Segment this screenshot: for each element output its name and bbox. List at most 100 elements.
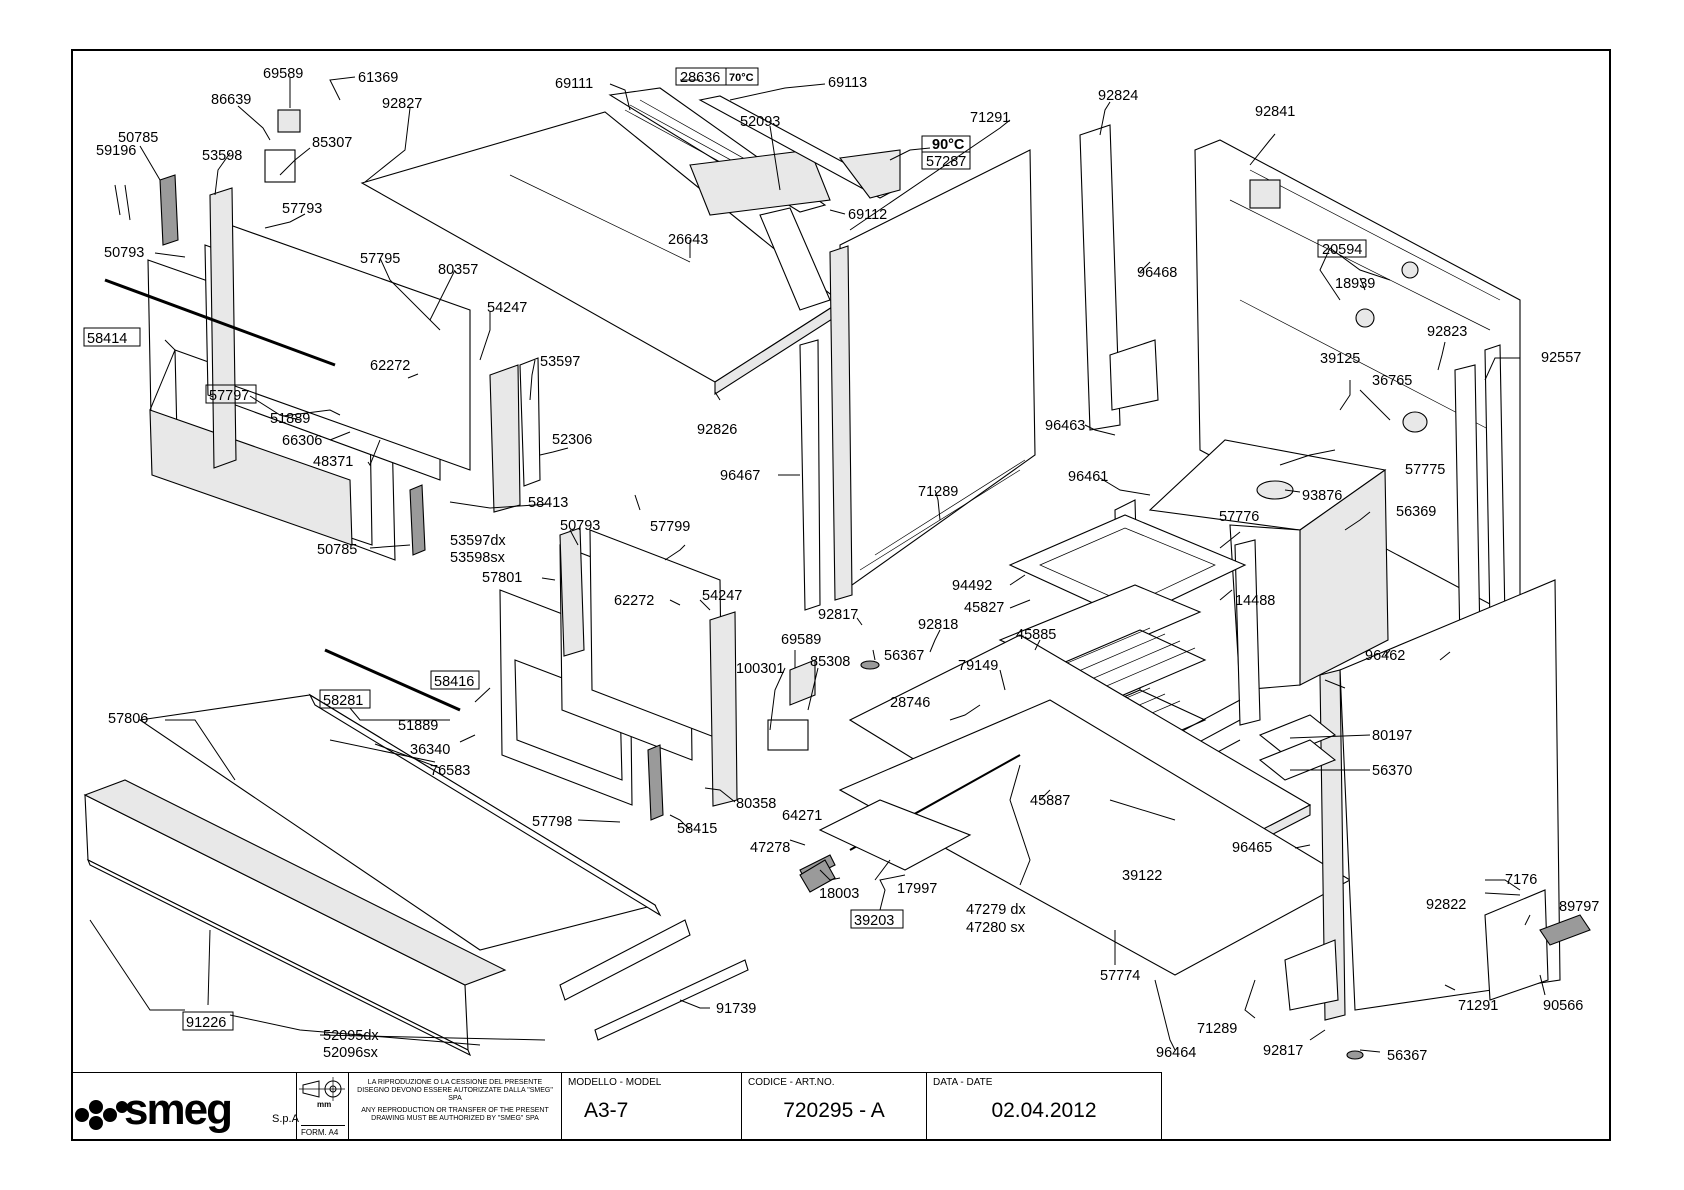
part-label: 48371	[313, 454, 353, 470]
part-label: 92822	[1426, 897, 1466, 913]
part-label: 47279 dx	[966, 902, 1026, 918]
part-label: 96464	[1156, 1045, 1196, 1061]
part-label: 85307	[312, 135, 352, 151]
part-label: 57797	[209, 388, 249, 404]
code-value: 720295 - A	[783, 1099, 885, 1122]
part-label: 90566	[1543, 998, 1583, 1014]
part-label: 96465	[1232, 840, 1272, 856]
part-label: 94492	[952, 578, 992, 594]
part-label: 28636	[680, 70, 720, 86]
part-label: 92817	[818, 607, 858, 623]
part-label: 92818	[918, 617, 958, 633]
part-label: 57287	[926, 154, 966, 170]
part-label: 92824	[1098, 88, 1138, 104]
part-label: 56367	[1387, 1048, 1427, 1064]
part-label: 56367	[884, 648, 924, 664]
part-label: 47278	[750, 840, 790, 856]
part-label: 58281	[323, 693, 363, 709]
title-block: smeg S.p.A mm FORM. A4 LA RIPRODUZIONE O…	[72, 1072, 1162, 1141]
unit-label: mm	[317, 1100, 332, 1109]
part-label: 36765	[1372, 373, 1412, 389]
part-label: 26643	[668, 232, 708, 248]
projection-cell: mm FORM. A4	[297, 1073, 349, 1141]
notice-english: ANY REPRODUCTION OR TRANSFER OF THE PRES…	[361, 1107, 549, 1122]
notice-italian: LA RIPRODUZIONE O LA CESSIONE DEL PRESEN…	[357, 1079, 553, 1102]
part-label: 57793	[282, 201, 322, 217]
part-label: 90°C	[932, 137, 965, 153]
part-label: 92826	[697, 422, 737, 438]
part-label: 69112	[848, 207, 887, 223]
part-label: 20594	[1322, 242, 1362, 258]
part-label: 92557	[1541, 350, 1581, 366]
model-caption: MODELLO - MODEL	[568, 1077, 662, 1088]
part-label: 53597	[540, 354, 580, 370]
part-label: 54247	[702, 588, 742, 604]
part-label: 52306	[552, 432, 592, 448]
part-label: 50785	[118, 130, 158, 146]
part-label: 47280 sx	[966, 920, 1026, 936]
part-label: 39122	[1122, 868, 1162, 884]
part-label: 71291	[1458, 998, 1498, 1014]
part-label: 59196	[96, 143, 136, 159]
article-code-cell: CODICE - ART.NO. 720295 - A	[742, 1073, 927, 1141]
part-label: 57799	[650, 519, 690, 535]
projection-symbol-icon	[299, 1077, 345, 1101]
part-label: 51889	[398, 718, 438, 734]
smeg-logo-dots-icon	[75, 1100, 128, 1130]
part-label: 92823	[1427, 324, 1467, 340]
company-suffix: S.p.A	[272, 1113, 299, 1125]
part-label: 76583	[430, 763, 470, 779]
part-label: 53598sx	[450, 550, 506, 566]
part-label: 58416	[434, 674, 474, 690]
part-label: 69111	[555, 76, 593, 92]
smeg-logo: smeg	[124, 1085, 233, 1134]
part-label: 89797	[1559, 899, 1599, 915]
part-label: 39125	[1320, 351, 1360, 367]
part-label: 91739	[716, 1001, 756, 1017]
part-label: 57775	[1405, 462, 1445, 478]
part-label: 70°C	[729, 72, 754, 84]
date-caption: DATA - DATE	[933, 1077, 993, 1088]
part-label: 66306	[282, 433, 322, 449]
part-label: 85308	[810, 654, 850, 670]
part-label: 92841	[1255, 104, 1295, 120]
part-label: 80358	[736, 796, 776, 812]
part-label: 69589	[781, 632, 821, 648]
part-label: 57798	[532, 814, 572, 830]
part-label: 69589	[263, 66, 303, 82]
part-label: 45827	[964, 600, 1004, 616]
part-label: 14488	[1235, 593, 1275, 609]
part-label: 96462	[1365, 648, 1405, 664]
part-label: 58415	[677, 821, 717, 837]
parts-drawing	[83, 87, 1591, 1060]
part-label: 28746	[890, 695, 930, 711]
model-value: A3-7	[584, 1099, 629, 1122]
part-label: 7176	[1505, 872, 1537, 888]
part-label: 53597dx	[450, 533, 506, 549]
part-label: 96461	[1068, 469, 1108, 485]
part-label: 62272	[370, 358, 410, 374]
part-label: 45885	[1016, 627, 1056, 643]
part-label: 18939	[1335, 276, 1375, 292]
part-label: 64271	[782, 808, 822, 824]
part-label: 52095dx	[323, 1028, 379, 1044]
part-label: 91226	[186, 1015, 226, 1031]
part-label: 52093	[740, 114, 780, 130]
part-label: 80357	[438, 262, 478, 278]
part-label: 36340	[410, 742, 450, 758]
logo-cell: smeg S.p.A	[72, 1073, 299, 1141]
drawing-frame	[71, 49, 1611, 1141]
part-label: 54247	[487, 300, 527, 316]
part-label: 93876	[1302, 488, 1342, 504]
part-label: 57776	[1219, 509, 1259, 525]
part-label: 56370	[1372, 763, 1412, 779]
part-label: 96467	[720, 468, 760, 484]
part-label: 17997	[897, 881, 937, 897]
part-label: 57801	[482, 570, 522, 586]
part-label: 96463	[1045, 418, 1085, 434]
leader-lines	[89, 76, 1546, 1053]
part-label: 100301	[736, 661, 784, 677]
part-label: 71289	[918, 484, 958, 500]
part-label: 86639	[211, 92, 251, 108]
